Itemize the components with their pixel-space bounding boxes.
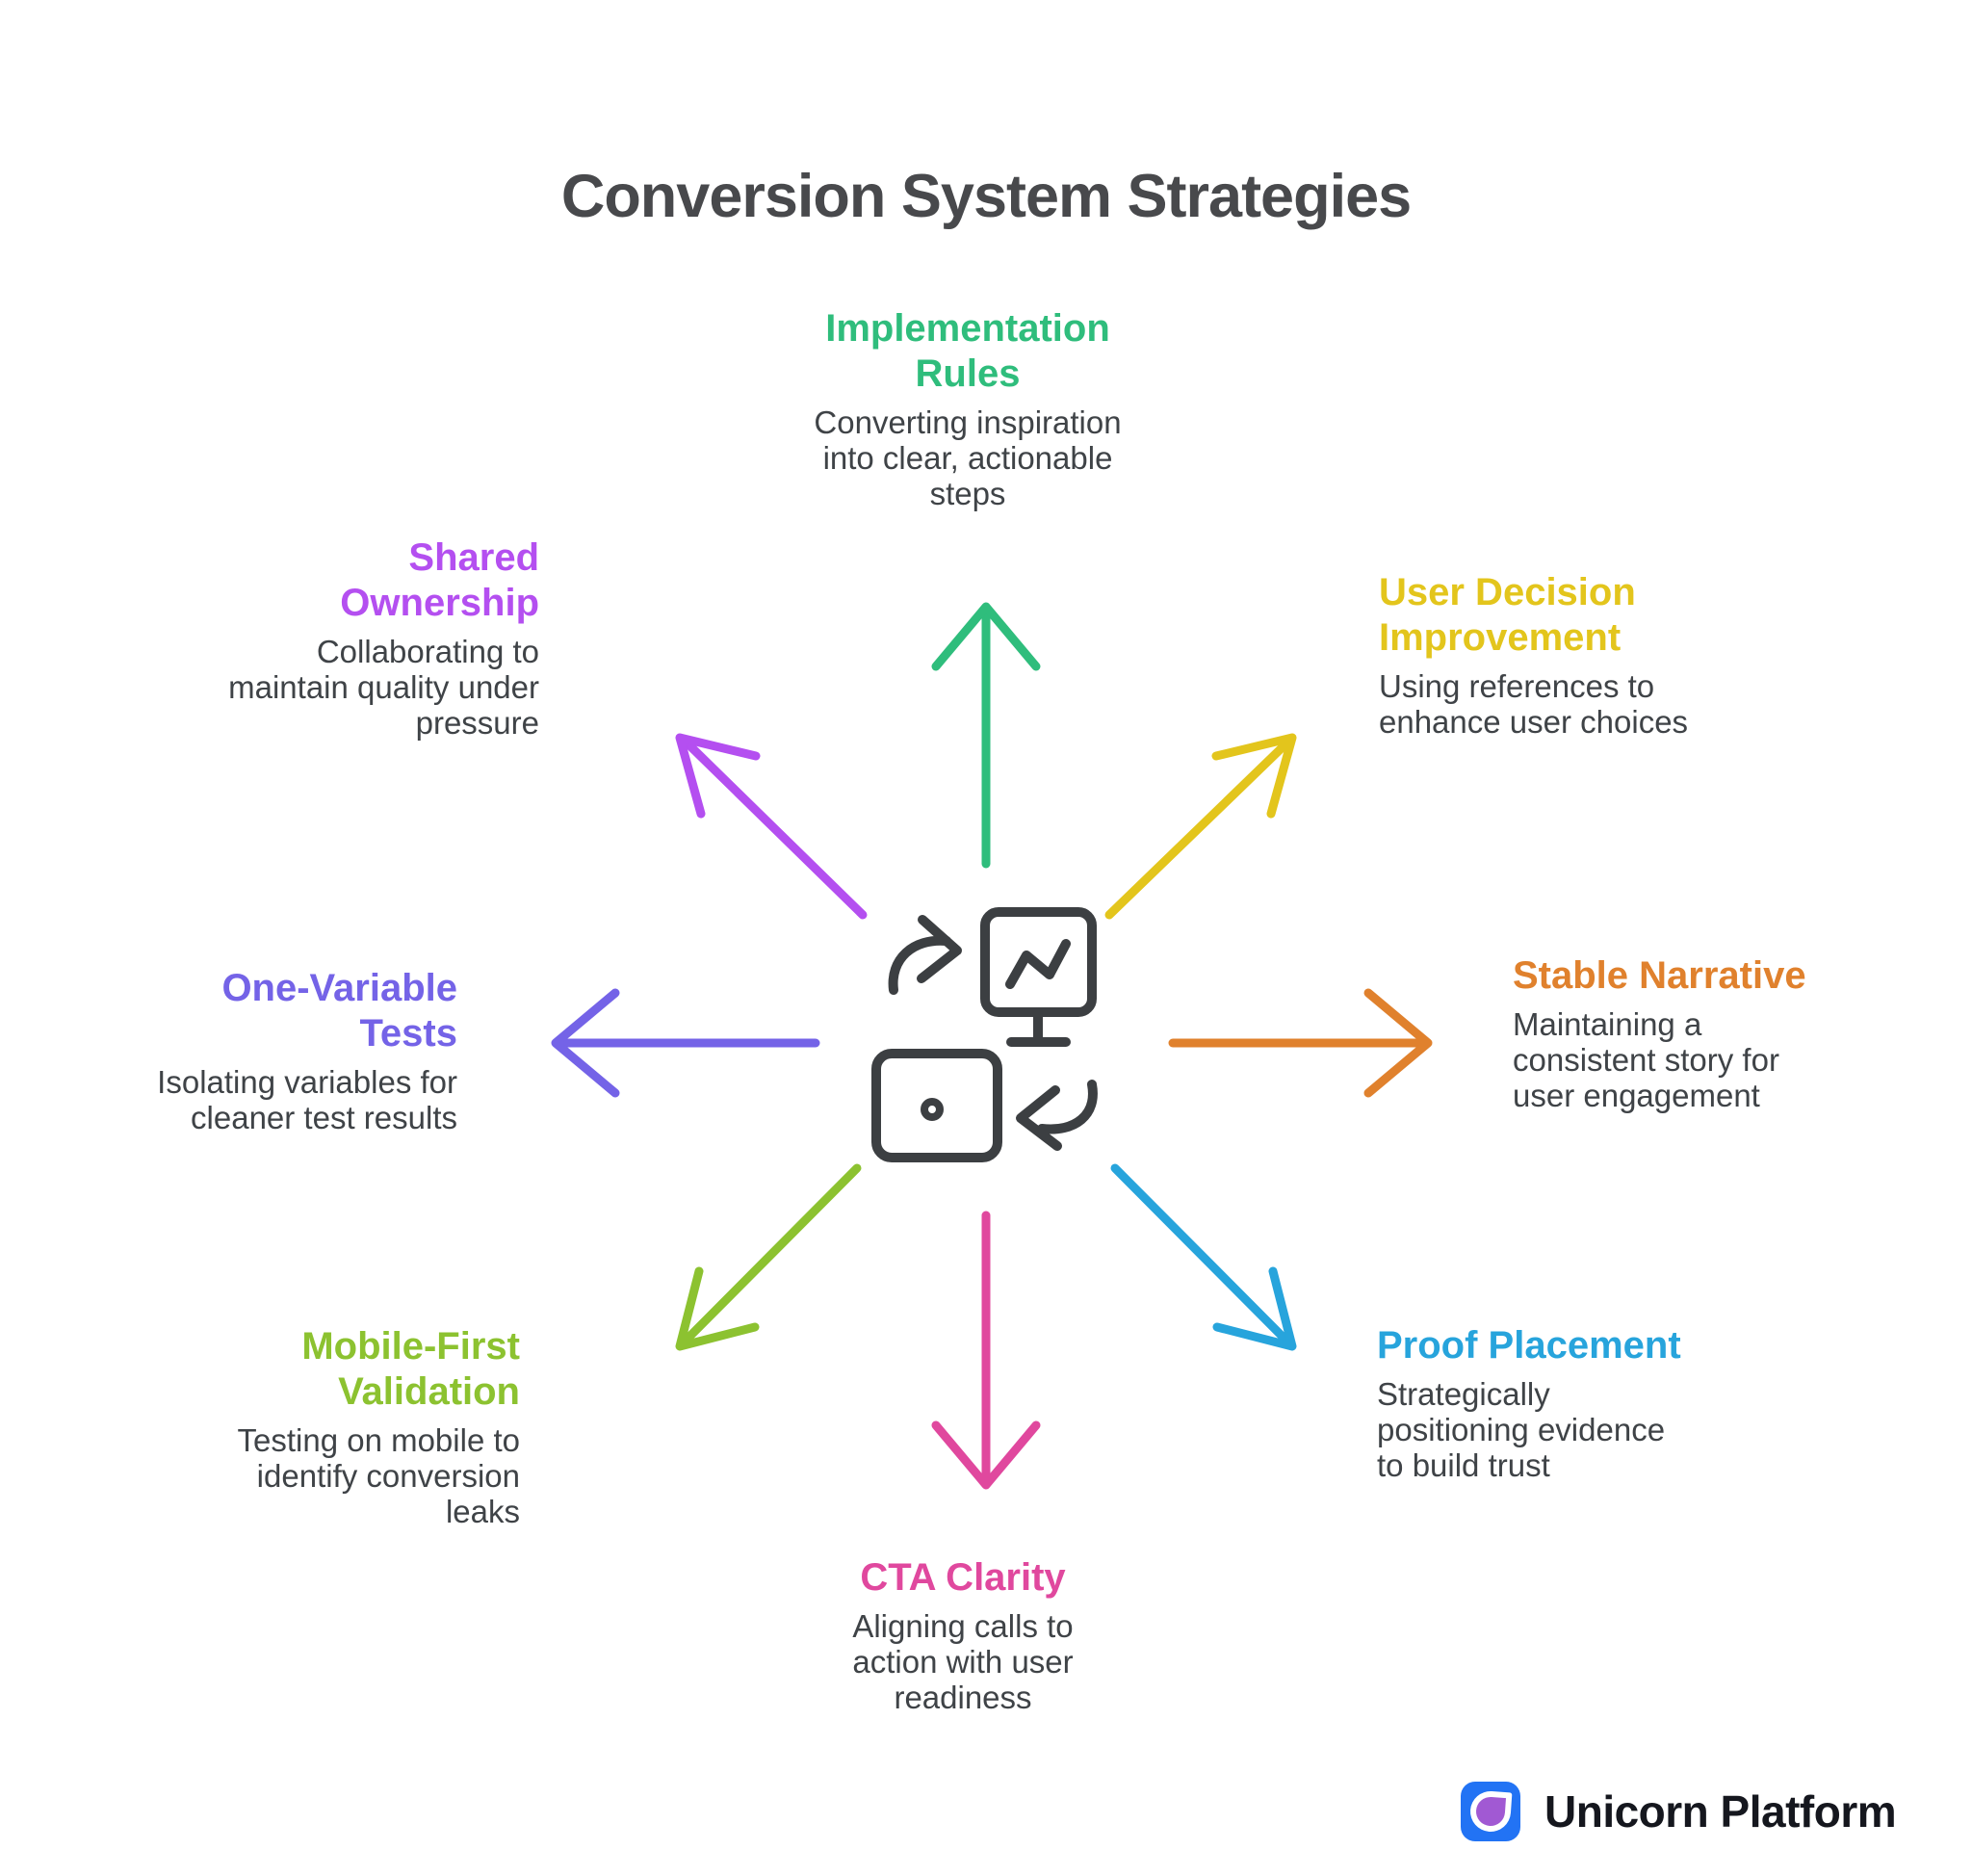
strategy-cta-clarity: CTA Clarity Aligning calls to action wit… [713,1555,1213,1715]
arrow-down-left-icon [675,1163,862,1351]
strategy-description: Converting inspiration into clear, actio… [814,404,1122,511]
strategy-stable-narrative: Stable Narrative Maintaining a consisten… [1513,953,1972,1113]
strategy-description: Collaborating to maintain quality under … [228,634,539,741]
strategy-heading: Mobile-First Validation [301,1325,520,1413]
unicorn-platform-icon [1461,1782,1520,1841]
strategy-proof-placement: Proof Placement Strategically positionin… [1377,1323,1839,1483]
page-title: Conversion System Strategies [560,163,1412,230]
strategy-heading: Proof Placement [1377,1324,1681,1367]
strategy-heading: Stable Narrative [1513,954,1806,997]
strategy-one-variable-tests: One-Variable Tests Isolating variables f… [43,966,457,1135]
strategy-description: Isolating variables for cleaner test res… [157,1064,457,1135]
teardrop-icon [1468,1789,1513,1834]
arrow-right-icon [1168,988,1433,1098]
strategy-shared-ownership: Shared Ownership Collaborating to mainta… [125,535,539,741]
strategy-description: Aligning calls to action with user readi… [852,1608,1074,1715]
arrow-up-right-icon [1104,733,1297,920]
arrow-up-left-icon [675,733,868,920]
arrow-up-icon [931,602,1041,869]
strategy-heading: One-Variable Tests [221,967,457,1055]
arrow-down-icon [931,1211,1041,1490]
strategy-mobile-first-validation: Mobile-First Validation Testing on mobil… [106,1324,520,1529]
brand-logo: Unicorn Platform [1461,1782,1897,1841]
strategy-heading: User Decision Improvement [1379,571,1636,659]
strategy-description: Testing on mobile to identify conversion… [237,1422,520,1529]
arrow-left-icon [551,988,820,1098]
strategy-implementation-rules: Implementation Rules Converting inspirat… [717,306,1218,511]
arrow-down-right-icon [1110,1163,1297,1351]
undo-arrow-icon [1016,1080,1098,1151]
strategy-description: Using references to enhance user choices [1379,668,1689,740]
strategy-user-decision-improvement: User Decision Improvement Using referenc… [1379,570,1880,740]
strategy-heading: Implementation Rules [825,307,1110,395]
redo-arrow-icon [888,915,962,995]
trackpad-icon [871,1049,1002,1162]
center-icon-cluster [871,907,1098,1162]
strategy-description: Strategically positioning evidence to bu… [1377,1376,1666,1483]
strategy-description: Maintaining a consistent story for user … [1513,1006,1779,1113]
strategy-heading: Shared Ownership [340,536,539,624]
monitor-chart-icon [980,907,1097,1047]
strategy-heading: CTA Clarity [860,1556,1066,1599]
brand-name: Unicorn Platform [1544,1786,1897,1837]
